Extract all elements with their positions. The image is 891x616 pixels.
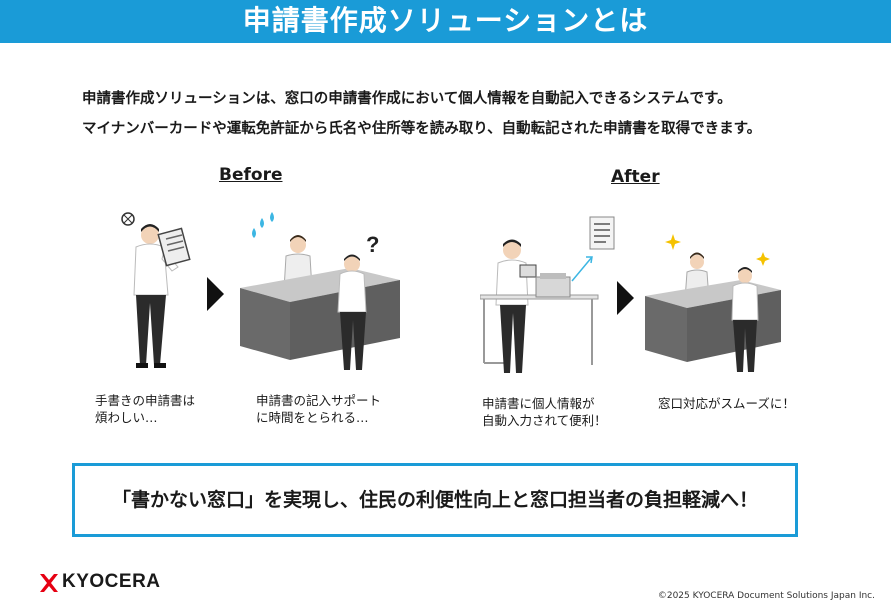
svg-text:?: ?	[366, 232, 379, 257]
caption-line: 煩わしい…	[95, 410, 158, 425]
question-mark-icon: ?	[366, 232, 379, 257]
summary-banner: 「書かない窓口」を実現し、住民の利便性向上と窓口担当者の負担軽減へ！	[72, 463, 798, 537]
sweat-drops-icon	[252, 212, 274, 238]
kyocera-logo-icon	[40, 574, 58, 592]
caption-line: 窓口対応がスムーズに！	[658, 396, 795, 411]
intro-line-2: マイナンバーカードや運転免許証から氏名や住所等を読み取り、自動転記された申請書を…	[82, 121, 762, 137]
caption-support: 申請書の記入サポート に時間をとられる…	[256, 392, 381, 426]
caption-auto-fill: 申請書に個人情報が 自動入力されて便利！	[482, 395, 607, 429]
caption-line: 手書きの申請書は	[95, 393, 196, 408]
summary-text: 「書かない窓口」を実現し、住民の利便性向上と窓口担当者の負担軽減へ！	[111, 489, 758, 511]
illustration-auto-fill	[480, 216, 615, 373]
company-logo-text: KYOCERA	[62, 571, 161, 592]
intro-text: 申請書作成ソリューションは、窓口の申請書作成において個人情報を自動記入できるシス…	[82, 84, 862, 144]
copyright: ©2025 KYOCERA Document Solutions Japan I…	[657, 591, 875, 601]
worry-icon	[121, 212, 135, 226]
caption-line: に時間をとられる…	[256, 410, 369, 425]
after-label: After	[611, 167, 660, 187]
before-label: Before	[219, 165, 283, 185]
caption-line: 申請書の記入サポート	[256, 393, 382, 408]
document-icon	[589, 216, 615, 250]
header-bar	[0, 0, 891, 43]
arrow-right-icon	[617, 281, 634, 315]
caption-line: 申請書に個人情報が	[482, 396, 595, 411]
caption-line: 自動入力されて便利！	[482, 413, 607, 428]
illustration-handwriting	[121, 212, 191, 368]
sparkle-icon	[665, 234, 770, 266]
illustration-smooth-counter	[645, 234, 781, 372]
arrow-right-icon	[207, 277, 224, 311]
page-title: 申請書作成ソリューションとは	[242, 4, 649, 37]
illustration-counter-support: ?	[240, 212, 400, 370]
caption-smooth: 窓口対応がスムーズに！	[658, 395, 795, 412]
caption-handwriting: 手書きの申請書は 煩わしい…	[95, 392, 195, 426]
intro-line-1: 申請書作成ソリューションは、窓口の申請書作成において個人情報を自動記入できるシス…	[82, 91, 732, 107]
